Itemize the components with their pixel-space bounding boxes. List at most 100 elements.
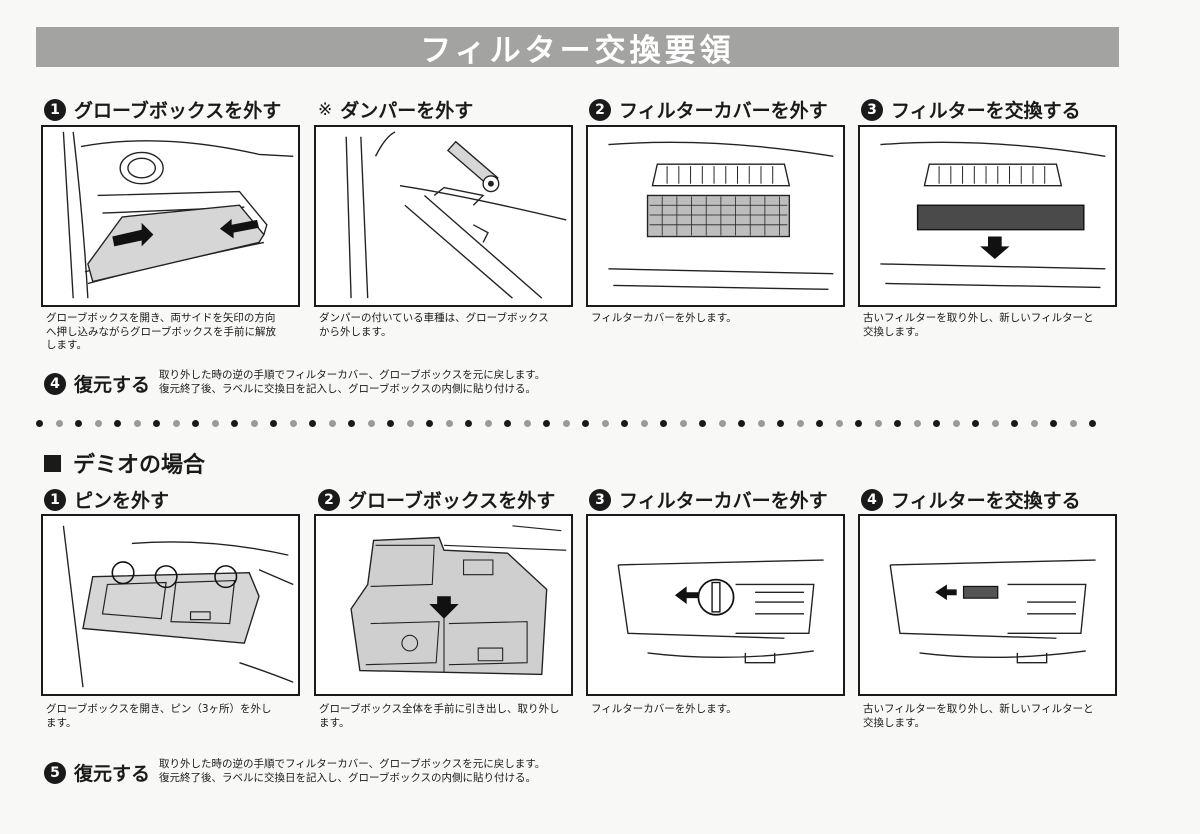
divider-dot: [406, 419, 414, 427]
divider-dot: [738, 419, 745, 427]
restore-title: 復元する: [74, 374, 151, 396]
demio-step-4-caption: 古いフィルターを取り外し、新しいフィルターと 交換します。: [863, 703, 1094, 729]
demio-step-2-caption: グローブボックス全体を手前に引き出し、取り外し ます。: [319, 703, 560, 729]
demio-step-2-heading: 2 グローブボックスを外す: [318, 486, 555, 513]
top-step-3-illustration: [858, 125, 1117, 307]
divider-dot: [55, 419, 63, 427]
divider-dot: [913, 419, 921, 427]
divider-dot: [1011, 419, 1018, 427]
divider-dot: [543, 419, 550, 427]
divider-dot: [796, 419, 804, 427]
step-number-badge: 2: [318, 488, 340, 511]
demio-step-1-caption: グローブボックスを開き、ピン（3ヶ所）を外し ます。: [46, 703, 272, 729]
step-number-badge: 3: [861, 98, 883, 121]
top-step-2-heading: 2 フィルターカバーを外す: [589, 96, 828, 123]
divider-dot: [75, 419, 82, 427]
step-number-badge: 3: [589, 488, 611, 511]
divider-dot: [1069, 419, 1077, 427]
demio-step-4-heading: 4 フィルターを交換する: [861, 486, 1081, 513]
demio-filter-cover-illustration: [617, 559, 824, 664]
divider-dot: [465, 419, 472, 427]
step-title: グローブボックスを外す: [74, 100, 282, 122]
step-number-badge: 5: [44, 761, 66, 784]
divider-dot: [660, 419, 667, 427]
divider-dot: [94, 419, 102, 427]
top-step-1-illustration: [41, 125, 300, 307]
divider-dot: [835, 419, 843, 427]
pin-removal-illustration: [62, 525, 294, 688]
step-number-badge: 4: [44, 372, 66, 395]
top-step-note-heading: ※ ダンパーを外す: [318, 96, 473, 123]
divider-dot: [348, 419, 355, 427]
demio-restore-heading: 5 復元する: [44, 759, 150, 786]
divider-dot: [328, 419, 336, 427]
divider-dot: [367, 419, 375, 427]
step-title: グローブボックスを外す: [348, 490, 556, 512]
demio-restore-body: 取り外した時の逆の手順でフィルターカバー、グローブボックスを元に戻します。 復元…: [159, 758, 546, 784]
divider-dot: [250, 419, 258, 427]
note-mark: ※: [318, 99, 333, 120]
step-title: フィルターカバーを外す: [619, 490, 828, 512]
divider-dot: [1050, 419, 1057, 427]
divider-dot: [426, 419, 433, 427]
divider-dot: [172, 419, 180, 427]
demio-step-1-heading: 1 ピンを外す: [44, 486, 169, 513]
divider-dot: [309, 419, 316, 427]
divider-dot: [133, 419, 141, 427]
divider-dot: [582, 419, 589, 427]
divider-dot: [679, 419, 687, 427]
divider-dot: [991, 419, 999, 427]
divider-dot: [1089, 419, 1096, 427]
top-step-2-illustration: [586, 125, 845, 307]
divider-dot: [718, 419, 726, 427]
demio-step-1-illustration: [41, 514, 300, 696]
divider-dot: [874, 419, 882, 427]
top-restore-body: 取り外した時の逆の手順でフィルターカバー、グローブボックスを元に戻します。 復元…: [159, 369, 546, 395]
divider-dot: [972, 419, 979, 427]
step-title: ダンパーを外す: [340, 100, 474, 122]
demio-step-3-heading: 3 フィルターカバーを外す: [589, 486, 828, 513]
divider-dot: [562, 419, 570, 427]
divider-dot: [504, 419, 511, 427]
divider-dot: [289, 419, 297, 427]
step-number-badge: 1: [44, 488, 66, 511]
divider-dot: [211, 419, 219, 427]
divider-dot: [621, 419, 628, 427]
divider-dot: [192, 419, 199, 427]
divider-dot: [445, 419, 453, 427]
square-bullet-icon: [44, 454, 61, 472]
step-title: ピンを外す: [74, 490, 170, 512]
demio-section-heading: デミオの場合: [44, 447, 205, 479]
divider-dot: [894, 419, 901, 427]
divider-dot: [640, 419, 648, 427]
demio-step-2-illustration: [314, 514, 573, 696]
step-title: フィルターを交換する: [891, 490, 1081, 512]
title-banner: フィルター交換要領: [36, 27, 1119, 69]
demio-step-3-caption: フィルターカバーを外します。: [591, 703, 737, 715]
divider-dot: [699, 419, 706, 427]
top-restore-heading: 4 復元する: [44, 370, 150, 397]
demio-filter-replace-illustration: [889, 559, 1096, 664]
top-step-1-heading: 1 グローブボックスを外す: [44, 96, 281, 123]
divider-dot: [777, 419, 784, 427]
divider-dot: [933, 419, 940, 427]
divider-dot: [153, 419, 160, 427]
divider-dot: [36, 419, 43, 427]
page-title: フィルター交換要領: [420, 32, 735, 69]
divider-dot: [1030, 419, 1038, 427]
divider-dot: [484, 419, 492, 427]
divider-dot: [952, 419, 960, 427]
top-step-note-illustration: [314, 125, 573, 307]
divider-dot: [816, 419, 823, 427]
step-number-badge: 4: [861, 488, 883, 511]
damper-illustration: [345, 131, 567, 299]
section-title: デミオの場合: [73, 453, 206, 478]
top-step-note-caption: ダンパーの付いている車種は、グローブボックス から外します。: [319, 312, 549, 338]
step-number-badge: 1: [44, 98, 66, 121]
step-title: フィルターを交換する: [891, 100, 1081, 122]
filter-cover-illustration: [608, 141, 834, 291]
divider-dot: [114, 419, 121, 427]
divider-dot: [270, 419, 277, 427]
step-title: フィルターカバーを外す: [619, 100, 828, 122]
step-number-badge: 2: [589, 98, 611, 121]
